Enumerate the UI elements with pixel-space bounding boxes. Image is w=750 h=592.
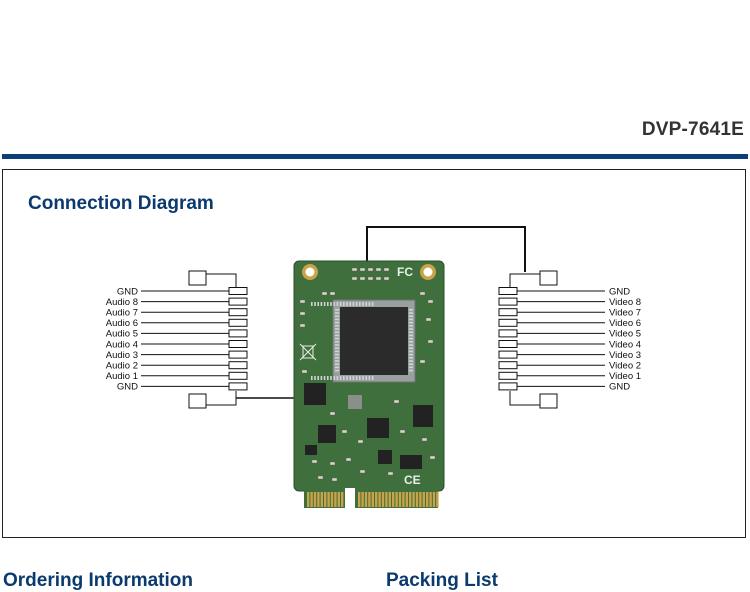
video-pin-label: Video 2 [609, 361, 641, 372]
audio-pin-label: Audio 6 [106, 318, 138, 329]
fc-mark: FC [397, 265, 413, 279]
video-pin-terminal [498, 350, 518, 359]
product-code: DVP-7641E [641, 119, 744, 140]
ordering-information-title: Ordering Information [3, 570, 193, 591]
board-key-notch [345, 488, 355, 510]
audio-pin-terminal [228, 371, 248, 380]
audio-pin-terminal [228, 340, 248, 348]
packing-list-title: Packing List [386, 570, 498, 591]
audio-pin-label: Audio 5 [106, 329, 138, 340]
ce-mark: CE [404, 473, 421, 487]
video-pin-terminal [498, 329, 518, 338]
audio-pin-terminal [228, 350, 248, 359]
audio-pin-label: Audio 1 [106, 371, 138, 382]
video-pin-label: GND [609, 286, 630, 297]
audio-pin-terminal [228, 297, 248, 306]
mini-pcie-board: FC CE [293, 260, 445, 510]
video-pin-label: Video 8 [609, 297, 641, 308]
audio-pin-label: Audio 3 [106, 350, 138, 361]
audio-pin-label: Audio 8 [106, 297, 138, 308]
audio-pin-terminal [228, 318, 248, 327]
video-pin-terminal [498, 287, 518, 295]
video-pin-terminal [498, 297, 518, 306]
audio-pin-label: GND [117, 286, 138, 297]
audio-pin-terminal [228, 329, 248, 338]
video-pin-label: Video 1 [609, 371, 641, 382]
video-pin-terminal [498, 340, 518, 348]
video-pin-label: Video 6 [609, 318, 641, 329]
audio-pin-label: GND [117, 382, 138, 393]
video-cable-line [366, 226, 526, 272]
audio-pin-label: Audio 7 [106, 308, 138, 319]
video-pin-terminal [498, 308, 518, 317]
video-pin-terminal [498, 318, 518, 327]
audio-pin-terminal [228, 287, 248, 295]
connection-diagram-title: Connection Diagram [28, 193, 214, 214]
video-pin-terminal [498, 361, 518, 370]
main-processor-chip [340, 307, 408, 375]
header-rule [2, 154, 748, 159]
audio-pin-label: Audio 2 [106, 361, 138, 372]
video-pin-terminal [498, 371, 518, 380]
audio-pin-terminal [228, 361, 248, 370]
video-pin-label: GND [609, 382, 630, 393]
audio-pin-label: Audio 4 [106, 339, 138, 350]
audio-pin-terminal [228, 382, 248, 391]
gold-fingers [307, 492, 439, 507]
audio-pin-terminal [228, 308, 248, 317]
video-pin-label: Video 4 [609, 339, 641, 350]
video-pin-label: Video 5 [609, 329, 641, 340]
video-pin-terminal [498, 382, 518, 391]
video-pin-label: Video 3 [609, 350, 641, 361]
video-pin-label: Video 7 [609, 308, 641, 319]
audio-codec-chip [304, 383, 326, 405]
diagram-frame [2, 169, 746, 538]
weee-icon [299, 343, 317, 361]
